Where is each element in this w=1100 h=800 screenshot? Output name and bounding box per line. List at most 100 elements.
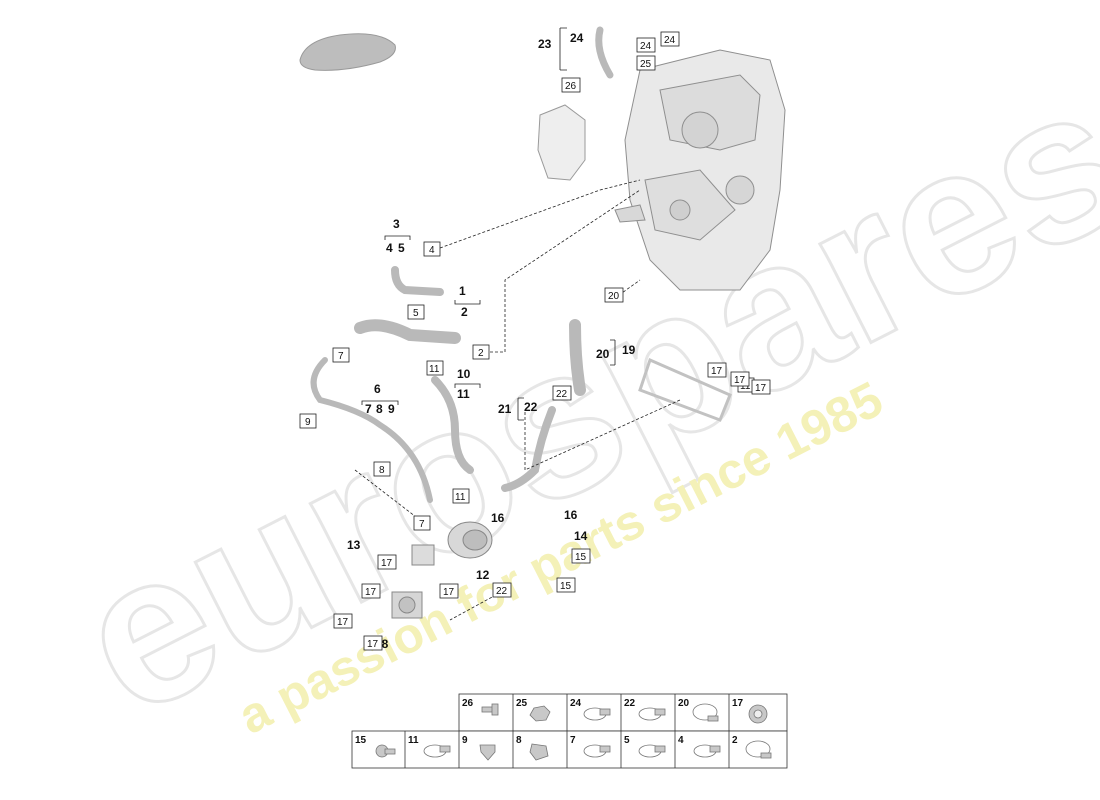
callout: 9 [388, 402, 395, 416]
legend-cell-label: 4 [678, 735, 684, 746]
legend-cell-label: 25 [516, 698, 528, 709]
callout: 16 [491, 511, 505, 525]
pump-18 [391, 591, 423, 619]
callout: 14 [574, 529, 588, 543]
box-label: 17 [361, 583, 381, 599]
legend-cell-label: 22 [624, 698, 636, 709]
thermostat-housing-12 [447, 521, 493, 559]
hose-clamp-icon [638, 744, 666, 758]
svg-text:2: 2 [478, 348, 484, 359]
coolant-reservoir-illustration [537, 104, 586, 181]
box-label: 8 [373, 461, 391, 477]
hose-21 [501, 406, 556, 492]
callout-numbers: 1 2 3 4 5 6 7 8 9 10 11 12 13 14 16 16 1… [347, 31, 636, 651]
svg-text:17: 17 [365, 587, 377, 598]
svg-text:24: 24 [640, 41, 652, 52]
box-label: 22 [552, 385, 572, 401]
grommet-icon [748, 704, 768, 724]
callout: 5 [398, 241, 405, 255]
callout: 21 [498, 402, 512, 416]
callout: 13 [347, 538, 361, 552]
callout: 1 [459, 284, 466, 298]
hoses [310, 26, 732, 503]
svg-text:7: 7 [338, 351, 344, 362]
box-label: 17 [707, 362, 727, 378]
hose-10 [431, 376, 474, 474]
svg-text:25: 25 [640, 59, 652, 70]
hose-clamp-icon [638, 707, 666, 721]
svg-text:11: 11 [429, 364, 440, 375]
hose-1 [354, 319, 461, 344]
hose-clamp-icon [693, 744, 721, 758]
svg-text:17: 17 [381, 558, 393, 569]
legend-cell-label: 9 [462, 735, 468, 746]
box-label: 22 [492, 582, 512, 598]
svg-text:17: 17 [337, 617, 349, 628]
svg-text:8: 8 [379, 465, 385, 476]
hose-clamp-icon [583, 707, 611, 721]
svg-text:4: 4 [429, 245, 435, 256]
bracket-marks [361, 27, 616, 421]
svg-text:17: 17 [443, 587, 455, 598]
legend-cell-label: 2 [732, 735, 738, 746]
box-label: 15 [571, 548, 591, 564]
box-label: 5 [407, 304, 425, 320]
box-label: 17 [730, 371, 750, 387]
svg-text:15: 15 [560, 581, 572, 592]
boxed-labels: 2 4 5 7 7 8 9 11 11 11 15 15 17 17 17 17… [299, 31, 771, 651]
hose-clamp-icon [745, 740, 772, 759]
box-label: 24 [636, 37, 656, 53]
svg-text:22: 22 [496, 586, 508, 597]
hose-19 [569, 319, 586, 396]
box-label: 17 [751, 379, 771, 395]
engine-illustration [614, 49, 786, 291]
callout: 6 [374, 382, 381, 396]
legend-cell-label: 17 [732, 698, 744, 709]
callout: 12 [476, 568, 490, 582]
svg-text:11: 11 [740, 381, 751, 392]
box-label: 15 [556, 577, 576, 593]
hose-clamp-icon [583, 744, 611, 758]
callout: 24 [570, 31, 584, 45]
box-label: 4 [423, 241, 441, 257]
legend-cell-label: 15 [355, 735, 367, 746]
legend-cell-label: 5 [624, 735, 630, 746]
box-label: 17 [439, 583, 459, 599]
svg-text:17: 17 [711, 366, 723, 377]
car-silhouette-icon [299, 33, 396, 71]
pipe-6 [310, 357, 433, 503]
legend-cell-label: 7 [570, 735, 576, 746]
callout: 8 [376, 402, 383, 416]
box-label: 7 [413, 515, 431, 531]
box-label: 2 [472, 344, 490, 360]
svg-text:9: 9 [305, 417, 311, 428]
svg-text:20: 20 [608, 291, 620, 302]
svg-text:11: 11 [455, 492, 466, 503]
svg-text:22: 22 [556, 389, 568, 400]
box-label: 17 [377, 554, 397, 570]
legend-cell-label: 8 [516, 735, 522, 746]
hose-clamp-icon [692, 703, 719, 722]
callout: 3 [393, 217, 400, 231]
bracket-clip-icon [529, 743, 549, 761]
svg-text:15: 15 [575, 552, 587, 563]
bracket-13 [411, 544, 435, 566]
svg-text:24: 24 [664, 35, 676, 46]
svg-text:17: 17 [734, 375, 746, 386]
callout: 4 [386, 241, 393, 255]
screw-icon [481, 703, 499, 716]
callout: 2 [461, 305, 468, 319]
legend-cell-label: 11 [408, 735, 419, 746]
box-label: 25 [636, 55, 656, 71]
components [391, 521, 493, 619]
box-label: 7 [332, 347, 350, 363]
legend-cell-label: 26 [462, 698, 474, 709]
box-label: 20 [604, 287, 624, 303]
box-label: 17 [333, 613, 353, 629]
box-label: 17 [363, 635, 383, 651]
parts-legend: 26 25 24 22 20 17 15 11 9 8 7 5 4 2 [351, 693, 788, 769]
clip-icon [479, 744, 496, 761]
svg-text:17: 17 [755, 383, 767, 394]
callout: 23 [538, 37, 552, 51]
hose-23 [595, 26, 614, 79]
